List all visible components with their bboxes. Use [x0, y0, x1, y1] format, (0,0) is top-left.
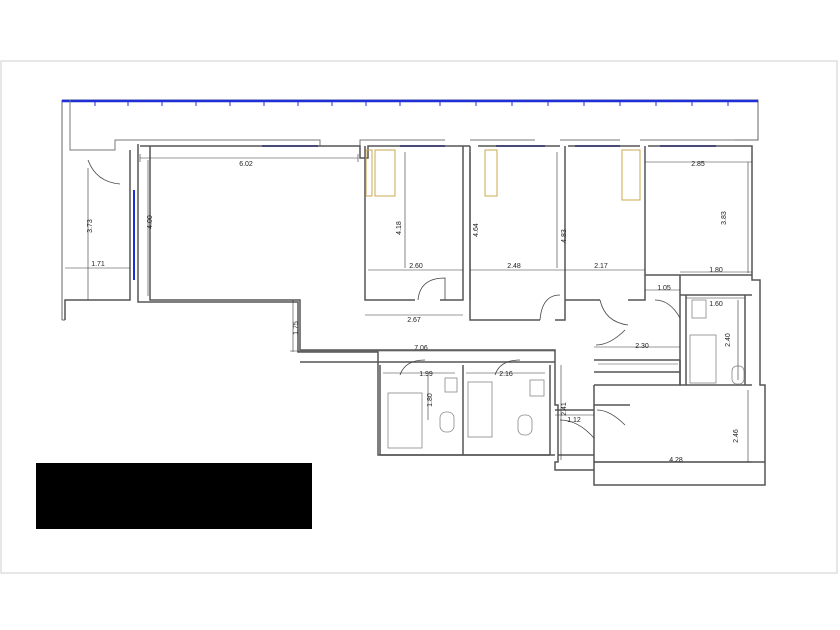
- hall-walls: [300, 361, 555, 456]
- sink-1: [444, 377, 458, 393]
- dim-living-width: 6.02: [239, 161, 253, 168]
- walls: [64, 144, 766, 486]
- kitchen-door: [596, 409, 626, 426]
- dimension-labels: 6.02 4.00 3.73 1.71 4.18 2.60 2.67 4.64 …: [87, 161, 740, 464]
- master-door: [654, 299, 681, 319]
- shower-2: [467, 381, 493, 438]
- wardrobe-2: [484, 149, 498, 197]
- exterior-wall: [140, 145, 766, 486]
- bath2-door: [494, 359, 521, 376]
- sink-2: [529, 379, 545, 397]
- bedroom3-walls: [565, 146, 646, 301]
- bedroom2-walls: [469, 146, 566, 321]
- closet-walls: [594, 359, 681, 386]
- redacted-title-block: [36, 463, 312, 529]
- wardrobe-4: [365, 149, 373, 197]
- toilet-2: [517, 414, 533, 436]
- dim-step-width: 1.05: [657, 285, 671, 292]
- bath1-door: [399, 359, 426, 376]
- dim-kitchen-depth: 2.46: [733, 429, 740, 443]
- dim-bed2-width: 2.48: [507, 263, 521, 270]
- shower-1: [387, 392, 423, 449]
- dim-living-depth: 4.00: [147, 215, 154, 229]
- dim-bath2-width: 2.16: [499, 371, 513, 378]
- wardrobe-1: [374, 149, 396, 197]
- hall-door-a: [595, 329, 626, 346]
- fixtures: [365, 149, 641, 201]
- dim-master-width: 2.85: [691, 161, 705, 168]
- facade-balcony: [61, 99, 759, 321]
- bedroom1-door: [417, 277, 446, 301]
- dim-bed1-corridor: 2.67: [407, 317, 421, 324]
- dim-hall-depth: 1.75: [293, 321, 300, 335]
- entry-door: [87, 159, 121, 185]
- dim-laundry-width: 1.12: [567, 417, 581, 424]
- dim-kitchen-width: 4.28: [669, 457, 683, 464]
- balcony-inner: [69, 100, 735, 151]
- dim-bed3-width: 2.17: [594, 263, 608, 270]
- dim-bed2-depth: 4.64: [473, 223, 480, 237]
- laundry-door: [559, 419, 595, 439]
- wardrobe-3: [621, 149, 641, 201]
- dim-bed1-width: 2.60: [409, 263, 423, 270]
- dim-ensuite-depth: 2.40: [725, 333, 732, 347]
- dim-hall-length: 7.06: [414, 345, 428, 352]
- bathroom-fixtures: [387, 299, 745, 449]
- dim-bath1-depth: 1.80: [427, 393, 434, 407]
- dim-entry-width: 1.71: [91, 261, 105, 268]
- dim-entry-depth: 3.73: [87, 219, 94, 233]
- toilet-1: [439, 411, 455, 433]
- window-openings: [133, 145, 716, 280]
- dimension-lines: [65, 152, 752, 463]
- facade-ticks: [94, 101, 729, 106]
- exterior-wall-outer: [64, 144, 555, 456]
- bedroom2-door: [539, 294, 561, 321]
- dim-ensuite-width-b: 1.60: [709, 301, 723, 308]
- dim-laundry-depth: 2.41: [561, 402, 568, 416]
- bedroom3-door: [599, 299, 629, 326]
- balcony-outline: [61, 99, 759, 321]
- dim-bed3-depth: 4.83: [561, 229, 568, 243]
- ensuite-walls: [685, 295, 746, 385]
- bedroom1-walls: [364, 146, 464, 301]
- doors: [87, 159, 681, 439]
- shower-3: [689, 334, 717, 384]
- laundry-walls: [555, 409, 594, 456]
- sink-3: [691, 299, 707, 319]
- dim-closet-width: 2.30: [635, 343, 649, 350]
- dim-bed1-depth: 4.18: [396, 221, 403, 235]
- dim-bath1-width: 1.99: [419, 371, 433, 378]
- dim-master-depth: 3.83: [721, 211, 728, 225]
- dim-ensuite-width-a: 1.80: [709, 267, 723, 274]
